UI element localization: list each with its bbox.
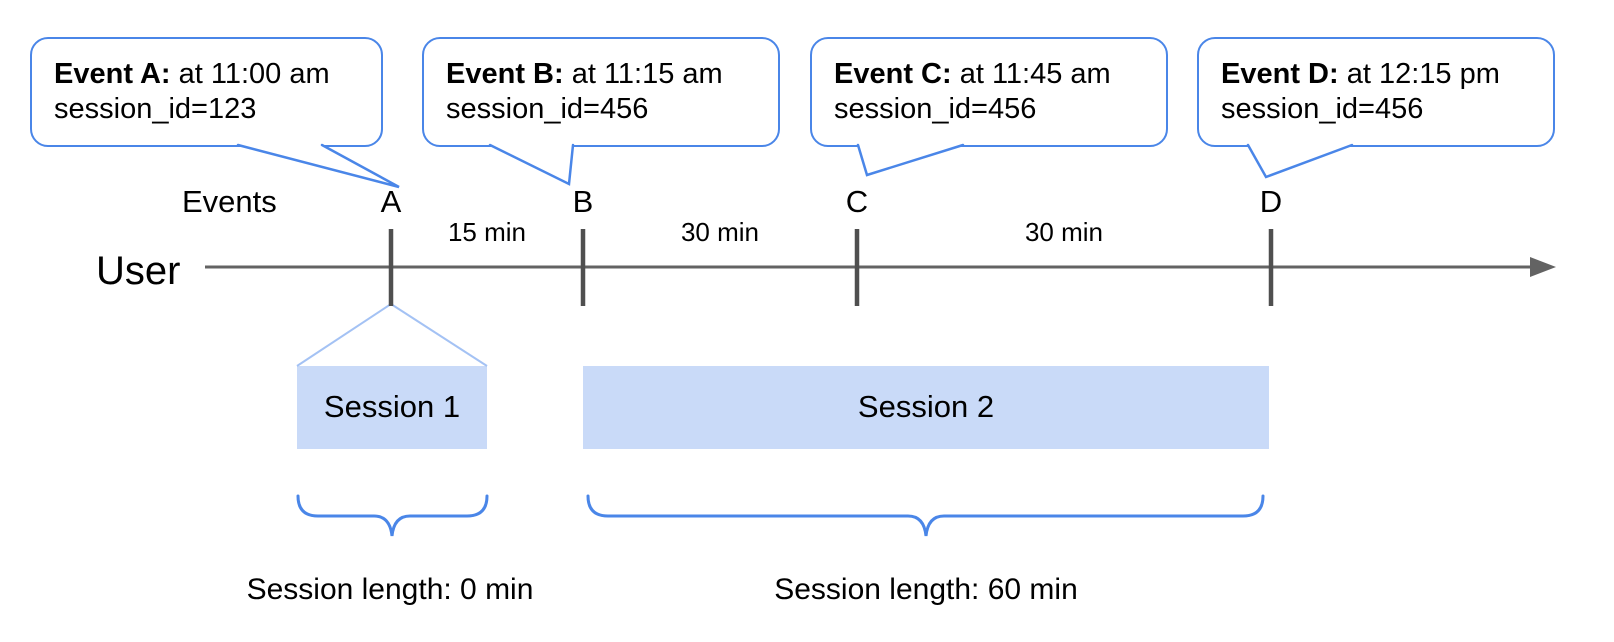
session-2-length-label: Session length: 60 min <box>774 573 1078 606</box>
callout-event-c: Event C: at 11:45 am session_id=456 <box>810 37 1168 147</box>
callout-event-a-session-id: session_id=123 <box>54 93 257 125</box>
callout-event-a-title: Event A: <box>54 58 171 90</box>
session-1-name: Session 1 <box>323 389 461 424</box>
callout-event-d-line1: Event D: at 12:15 pm <box>1221 57 1553 92</box>
session-1-length-label: Session length: 0 min <box>246 573 534 606</box>
callout-event-b: Event B: at 11:15 am session_id=456 <box>422 37 780 147</box>
callout-event-c-title: Event C: <box>834 58 952 90</box>
event-marker-c: C <box>845 184 869 219</box>
interval-a-b: 15 min <box>447 217 527 247</box>
callout-event-c-time: at 11:45 am <box>951 58 1111 90</box>
interval-b-c: 30 min <box>680 217 760 247</box>
event-marker-b: B <box>572 184 594 219</box>
callout-event-d-title: Event D: <box>1221 58 1339 90</box>
callout-event-c-line1: Event C: at 11:45 am <box>834 57 1166 92</box>
session-2-brace <box>586 494 1265 537</box>
callout-event-a-line1: Event A: at 11:00 am <box>54 57 381 92</box>
callout-event-a: Event A: at 11:00 am session_id=123 <box>30 37 383 147</box>
events-row-label: Events <box>182 184 277 219</box>
event-marker-a: A <box>380 184 402 219</box>
session-2-bar <box>583 366 1269 449</box>
callout-event-b-line1: Event B: at 11:15 am <box>446 57 778 92</box>
funnel-right-line <box>390 303 488 367</box>
callout-event-a-time: at 11:00 am <box>170 58 330 90</box>
callout-event-d-session-id: session_id=456 <box>1221 93 1424 125</box>
callout-event-b-title: Event B: <box>446 58 564 90</box>
callout-event-d-time: at 12:15 pm <box>1338 58 1500 90</box>
session-1-brace <box>296 494 489 537</box>
timeline-user-label: User <box>96 249 181 293</box>
interval-c-d: 30 min <box>1024 217 1104 247</box>
event-marker-d: D <box>1259 184 1283 219</box>
session-1-bar <box>297 366 487 449</box>
callout-event-c-session-id: session_id=456 <box>834 93 1037 125</box>
funnel-left-line <box>296 303 392 367</box>
timeline-arrowhead <box>1530 257 1556 277</box>
session-2-name: Session 2 <box>857 389 995 424</box>
callout-event-b-time: at 11:15 am <box>563 58 723 90</box>
callout-event-d: Event D: at 12:15 pm session_id=456 <box>1197 37 1555 147</box>
callout-event-b-session-id: session_id=456 <box>446 93 649 125</box>
